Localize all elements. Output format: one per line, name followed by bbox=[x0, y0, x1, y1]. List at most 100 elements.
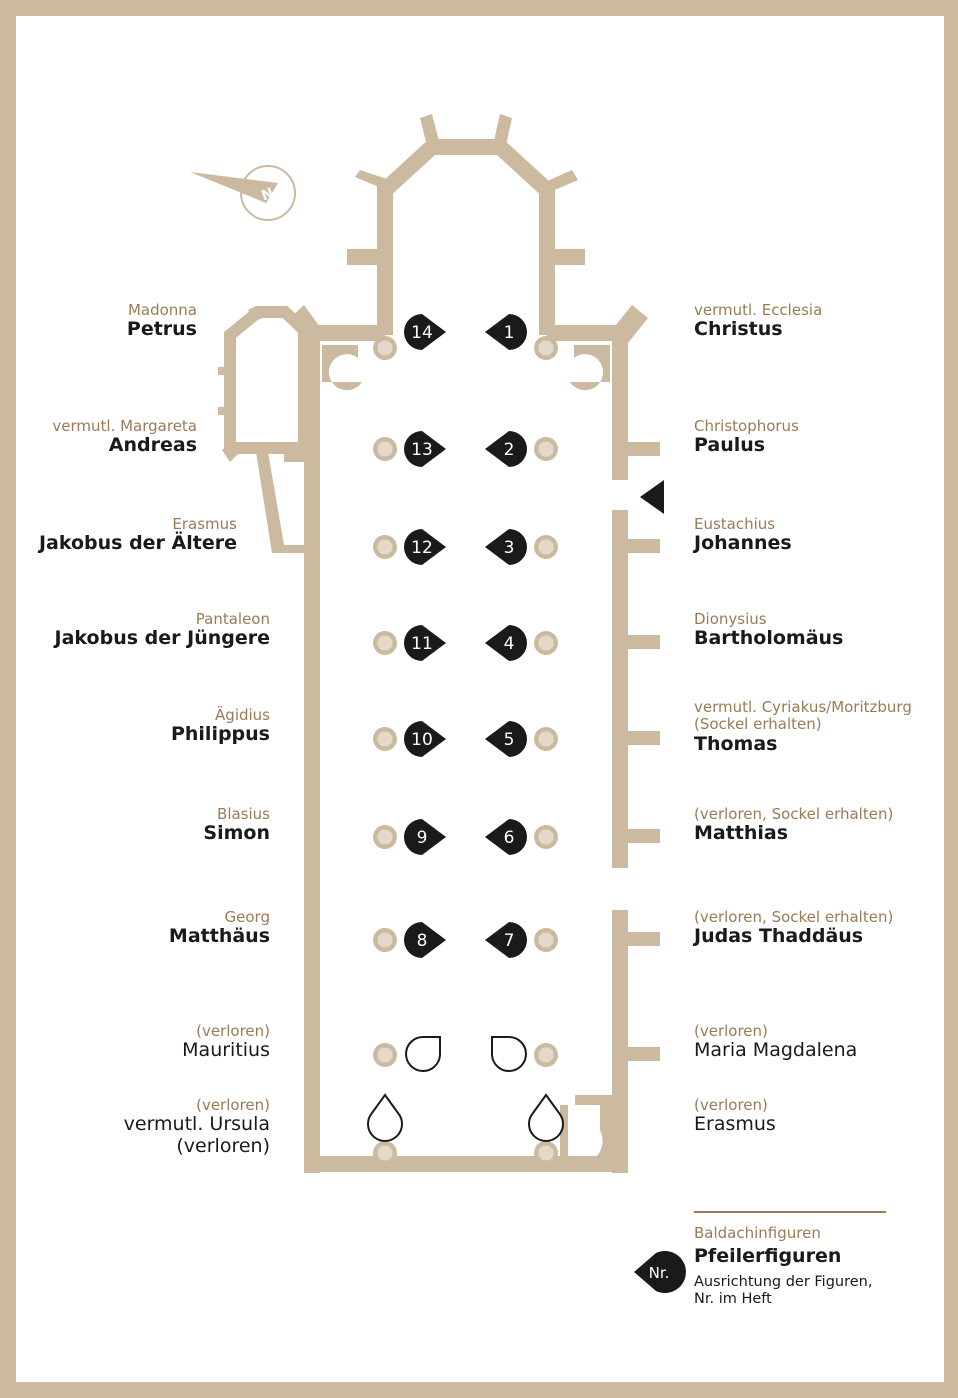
sacristy-wall bbox=[284, 452, 304, 462]
pillar-figure: vermutl. Ursula bbox=[123, 1113, 270, 1136]
right-buttress bbox=[628, 932, 660, 946]
pillar-base-core bbox=[377, 1047, 393, 1063]
figure-marker-number: 12 bbox=[411, 538, 433, 558]
pillar-figure: Johannes bbox=[694, 532, 792, 555]
legend-description: Ausrichtung der Figuren, Nr. im Heft bbox=[694, 1274, 894, 1307]
pillar-base-core bbox=[377, 340, 393, 356]
pillar-base-core bbox=[377, 731, 393, 747]
figure-marker-number: 13 bbox=[411, 440, 433, 460]
pillar-base-core bbox=[377, 539, 393, 555]
choir-buttress bbox=[493, 114, 512, 150]
pillar-figure: Christus bbox=[694, 318, 783, 341]
baldachin-figure: (verloren) bbox=[694, 1096, 768, 1114]
figure-marker-14: 14 bbox=[404, 314, 446, 350]
right-buttress bbox=[628, 635, 660, 649]
legend-description-line: Ausrichtung der Figuren, bbox=[694, 1274, 873, 1290]
baldachin-figure: Dionysius bbox=[694, 610, 767, 628]
right-label-5: (verloren, Sockel erhalten)Matthias bbox=[694, 805, 894, 845]
figure-marker-shape bbox=[404, 625, 446, 661]
choir-buttress bbox=[347, 249, 383, 265]
pillar-figure: Maria Magdalena bbox=[694, 1039, 858, 1062]
pillar-base-core bbox=[538, 635, 554, 651]
figure-marker-8: 8 bbox=[404, 922, 446, 958]
figure-marker-12: 12 bbox=[404, 529, 446, 565]
figure-marker-shape bbox=[485, 721, 527, 757]
figure-marker-shape bbox=[485, 922, 527, 958]
right-buttress bbox=[628, 442, 660, 456]
figure-marker-number: 14 bbox=[411, 323, 433, 343]
church-walls bbox=[218, 114, 660, 1173]
right-buttress bbox=[628, 539, 660, 553]
figure-marker-number: 7 bbox=[504, 931, 515, 951]
lost-marker-shape bbox=[367, 1093, 403, 1142]
right-label-8: (verloren)Erasmus bbox=[694, 1096, 776, 1136]
baldachin-figure: Ägidius bbox=[215, 706, 270, 724]
figure-marker-number: 9 bbox=[417, 828, 428, 848]
lost-marker-shape bbox=[491, 1036, 527, 1072]
stair-turret bbox=[560, 1095, 612, 1165]
crossing-wall bbox=[304, 325, 385, 341]
corner-buttress bbox=[612, 305, 648, 343]
baldachin-figure: (verloren) bbox=[196, 1022, 270, 1040]
pillar-figure: Judas Thaddäus bbox=[694, 925, 864, 948]
baldachin-figure: (verloren, Sockel erhalten) bbox=[694, 908, 894, 926]
nave-right-wall bbox=[612, 330, 628, 480]
legend-divider bbox=[694, 1211, 886, 1213]
figure-marker-shape bbox=[485, 314, 527, 350]
nave-right-wall bbox=[612, 910, 628, 1173]
figure-marker-shape bbox=[485, 529, 527, 565]
page-frame bbox=[16, 16, 944, 1382]
crossing-wall bbox=[547, 325, 628, 341]
figure-marker-6: 6 bbox=[485, 819, 527, 855]
figure-marker-13: 13 bbox=[404, 431, 446, 467]
pillar-base-core bbox=[538, 441, 554, 457]
choir-wall bbox=[377, 139, 555, 335]
pillar-base-core bbox=[377, 829, 393, 845]
right-buttress bbox=[628, 731, 660, 745]
figure-marker-number: 3 bbox=[504, 538, 515, 558]
figure-marker-shape bbox=[404, 922, 446, 958]
pillar-figure: Bartholomäus bbox=[694, 627, 844, 650]
pillar-base-core bbox=[538, 1047, 554, 1063]
figure-marker-shape bbox=[404, 721, 446, 757]
pillar-base-core bbox=[538, 731, 554, 747]
entrance-arrow-icon bbox=[640, 480, 664, 514]
figure-marker-1: 1 bbox=[485, 314, 527, 350]
baldachin-figure: vermutl. Cyriakus/Moritzburg bbox=[694, 698, 912, 716]
figure-marker-number: 4 bbox=[504, 634, 515, 654]
baldachin-figure: Eustachius bbox=[694, 515, 776, 533]
baldachin-figure: Christophorus bbox=[694, 417, 799, 435]
sacristy-wall bbox=[256, 452, 304, 553]
right-label-7: (verloren)Maria Magdalena bbox=[694, 1022, 858, 1062]
choir-buttress bbox=[355, 170, 390, 190]
lost-marker-shape bbox=[405, 1036, 441, 1072]
pillar-figure: Petrus bbox=[126, 318, 197, 341]
pillar-figure: (verloren) bbox=[176, 1135, 270, 1158]
figure-marker-number: 2 bbox=[504, 440, 515, 460]
baldachin-figure: (verloren, Sockel erhalten) bbox=[694, 805, 894, 823]
choir-buttress bbox=[549, 249, 585, 265]
pillar-figure: Matthäus bbox=[168, 925, 270, 948]
figure-marker-7: 7 bbox=[485, 922, 527, 958]
pillar-figure: Erasmus bbox=[694, 1113, 776, 1136]
baldachin-figure: vermutl. Ecclesia bbox=[694, 301, 823, 319]
side-chapel-buttress bbox=[218, 367, 232, 375]
pillar-base-core bbox=[538, 1145, 554, 1161]
pillar-figure: Matthias bbox=[694, 822, 789, 845]
nave-left-wall bbox=[304, 325, 320, 1173]
side-chapel-buttress bbox=[218, 407, 232, 415]
side-chapel-buttress bbox=[222, 442, 240, 462]
stair-turret bbox=[570, 345, 610, 391]
baldachin-figure: vermutl. Margareta bbox=[52, 417, 197, 435]
figure-marker-number: 6 bbox=[504, 828, 515, 848]
pillar-base-core bbox=[538, 932, 554, 948]
figure-marker-shape bbox=[404, 431, 446, 467]
right-label-6: (verloren, Sockel erhalten)Judas Thaddäu… bbox=[694, 908, 894, 948]
